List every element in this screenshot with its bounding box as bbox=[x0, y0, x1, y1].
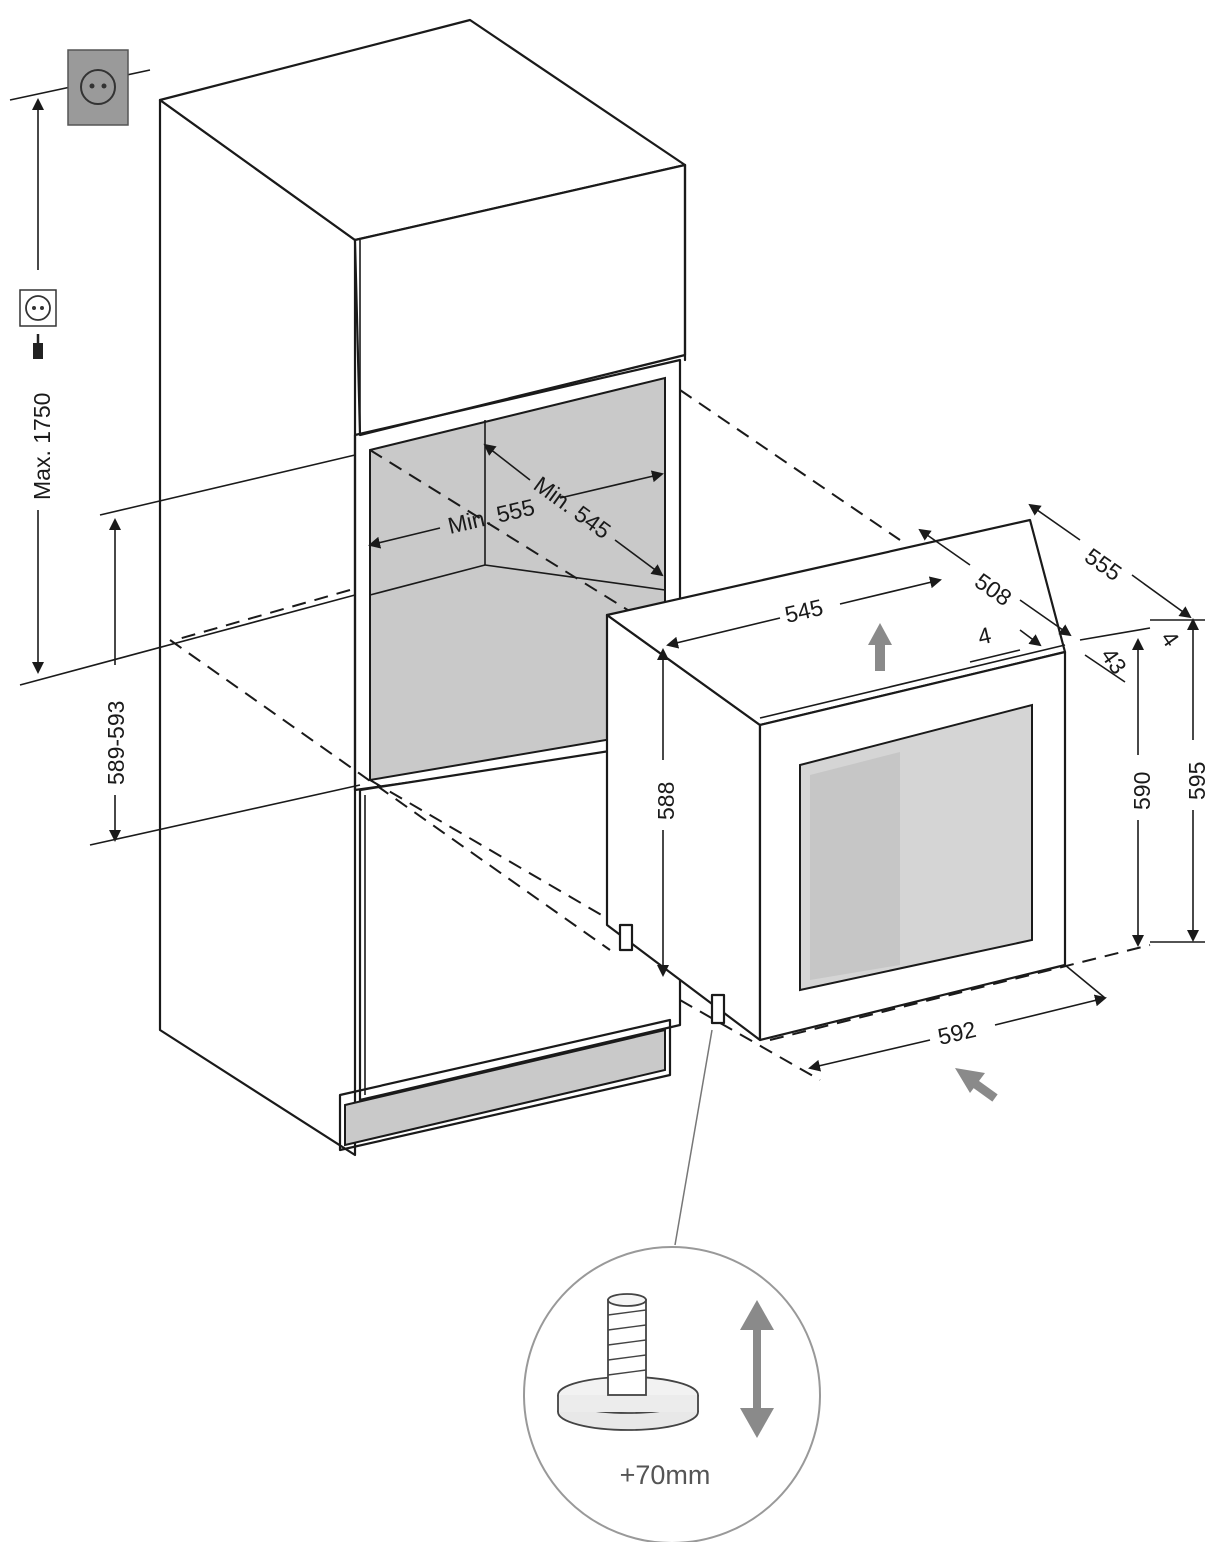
adjustable-foot-callout: +70mm bbox=[523, 1246, 821, 1542]
total-width-label: 592 bbox=[935, 1016, 978, 1050]
wall-socket-icon bbox=[67, 49, 129, 126]
total-height-label: 595 bbox=[1184, 762, 1210, 800]
adjustable-foot-icon bbox=[557, 1293, 699, 1431]
power-plug-icon bbox=[19, 289, 57, 359]
gap-left-label: 4 bbox=[975, 622, 994, 650]
callout-leader bbox=[674, 1029, 713, 1246]
push-arrow-icon bbox=[955, 1068, 998, 1102]
double-arrow-icon bbox=[740, 1300, 774, 1438]
foot-adjustment-label: +70mm bbox=[620, 1460, 711, 1490]
kitchen-cabinet bbox=[158, 18, 687, 1157]
max-height-dimension: Max. 1750 bbox=[19, 98, 57, 674]
door-height-label: 590 bbox=[1129, 772, 1155, 810]
door-thickness-label: 43 bbox=[1096, 643, 1132, 679]
niche-height-dimension: 589-593 bbox=[103, 518, 129, 842]
unit-depth-555-label: 555 bbox=[1080, 543, 1126, 586]
up-arrow-icon bbox=[868, 623, 892, 671]
wine-cooler-appliance bbox=[605, 518, 1067, 1042]
body-height-label: 588 bbox=[653, 782, 679, 820]
max-height-label: Max. 1750 bbox=[29, 393, 55, 500]
niche-height-label: 589-593 bbox=[103, 701, 129, 785]
gap-right-label: 4 bbox=[1156, 626, 1185, 652]
extension-lines bbox=[9, 69, 1151, 1081]
plinth-recess bbox=[344, 1028, 666, 1147]
